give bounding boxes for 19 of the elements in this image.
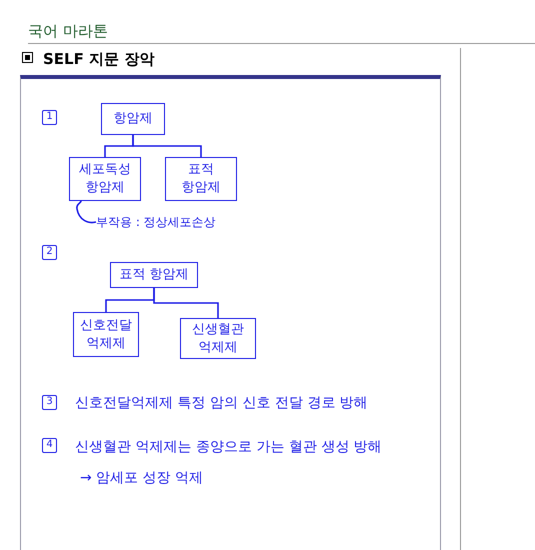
category-box: 표적 항암제	[165, 157, 237, 201]
item-number: 1	[42, 110, 57, 125]
header-text: 국어 마라톤	[28, 21, 108, 42]
category-box: 신호전달 억제제	[73, 312, 139, 357]
side-effect-note: 부작용 : 정상세포손상	[96, 212, 236, 232]
category-box: 항암제	[101, 103, 165, 135]
category-box: 표적 항암제	[110, 262, 198, 288]
note-text: 신생혈관 억제제는 종양으로 가는 혈관 생성 방해	[75, 438, 382, 457]
section-title: SELF 지문 장악	[43, 49, 154, 70]
note-text: 신호전달억제제 특정 암의 신호 전달 경로 방해	[75, 394, 368, 413]
note-text: → 암세포 성장 억제	[80, 469, 204, 488]
leader-line	[76, 200, 96, 224]
tree-connector	[132, 135, 202, 157]
tree-connector	[153, 288, 219, 318]
category-box: 신생혈관 억제제	[180, 318, 256, 359]
item-number: 3	[42, 395, 57, 410]
category-box: 세포독성 항암제	[69, 157, 141, 201]
item-number: 4	[42, 438, 57, 453]
item-number: 2	[42, 245, 57, 260]
